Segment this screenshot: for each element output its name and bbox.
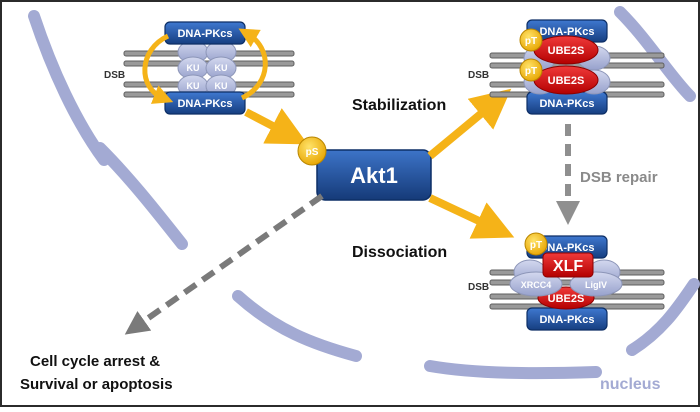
dna-pkcs-label: DNA-PKcs (177, 98, 232, 110)
ku-label: KU (215, 81, 228, 91)
xrcc4-protein (509, 271, 563, 297)
outcome-line-1: Cell cycle arrest & (30, 353, 160, 370)
loop-arrow (142, 33, 174, 104)
dna-pkcs-label: DNA-PKcs (539, 242, 594, 254)
ube2s-label: UBE2S (548, 45, 585, 57)
xrcc4-label: XRCC4 (521, 280, 552, 290)
activation-arrow (244, 108, 308, 145)
ube2s-label: UBE2S (548, 75, 585, 87)
nucleus-label: nucleus (600, 376, 661, 393)
ps-label: pS (306, 147, 319, 158)
dna-pkcs-label: DNA-PKcs (539, 98, 594, 110)
stabilization-label: Stabilization (352, 97, 446, 114)
phospho-serine-badge (297, 136, 327, 166)
dissociation-arrow (428, 194, 515, 239)
dsb-label: DSB (468, 70, 489, 81)
ku-label: KU (187, 63, 200, 73)
ligiv-protein (569, 271, 623, 297)
akt1-box (316, 149, 432, 201)
loop-arrow (238, 28, 268, 101)
cell-fate-arrow (124, 193, 324, 335)
stabilized-complex: DSB DNA-PKcs DNA-PKcs UBE2S UBE2S pT pT (468, 19, 665, 115)
dsb-ku-complex: DSB KU KU KU KU DNA-PKcs DNA-PKcs (104, 21, 295, 115)
dissociation-label: Dissociation (352, 244, 447, 261)
xlf-box (542, 252, 594, 278)
dsb-repair-label: DSB repair (580, 169, 658, 186)
ku-label: KU (215, 63, 228, 73)
ube2s-label: UBE2S (548, 293, 585, 305)
ligiv-label: LigIV (585, 280, 607, 290)
dsb-label: DSB (104, 70, 125, 81)
akt1-node: Akt1 pS (297, 136, 432, 201)
dissociated-complex: DSB DNA-PKcs DNA-PKcs UBE2S XRCC4 LigIV … (468, 232, 665, 331)
stabilization-arrow (427, 88, 512, 160)
outcome-line-2: Survival or apoptosis (20, 376, 173, 393)
akt1-label: Akt1 (350, 163, 398, 188)
xlf-label: XLF (553, 258, 583, 275)
dna-pkcs-label: DNA-PKcs (177, 28, 232, 40)
dna-pkcs-label: DNA-PKcs (539, 26, 594, 38)
pt-label: pT (525, 36, 537, 47)
dna-pkcs-label: DNA-PKcs (539, 314, 594, 326)
phospho-threonine-badge (524, 232, 548, 256)
pt-label: pT (525, 66, 537, 77)
ku-label: KU (187, 81, 200, 91)
phospho-threonine-badge (519, 58, 543, 82)
dsb-label: DSB (468, 282, 489, 293)
phospho-threonine-badge (519, 28, 543, 52)
pt-label: pT (530, 240, 542, 251)
